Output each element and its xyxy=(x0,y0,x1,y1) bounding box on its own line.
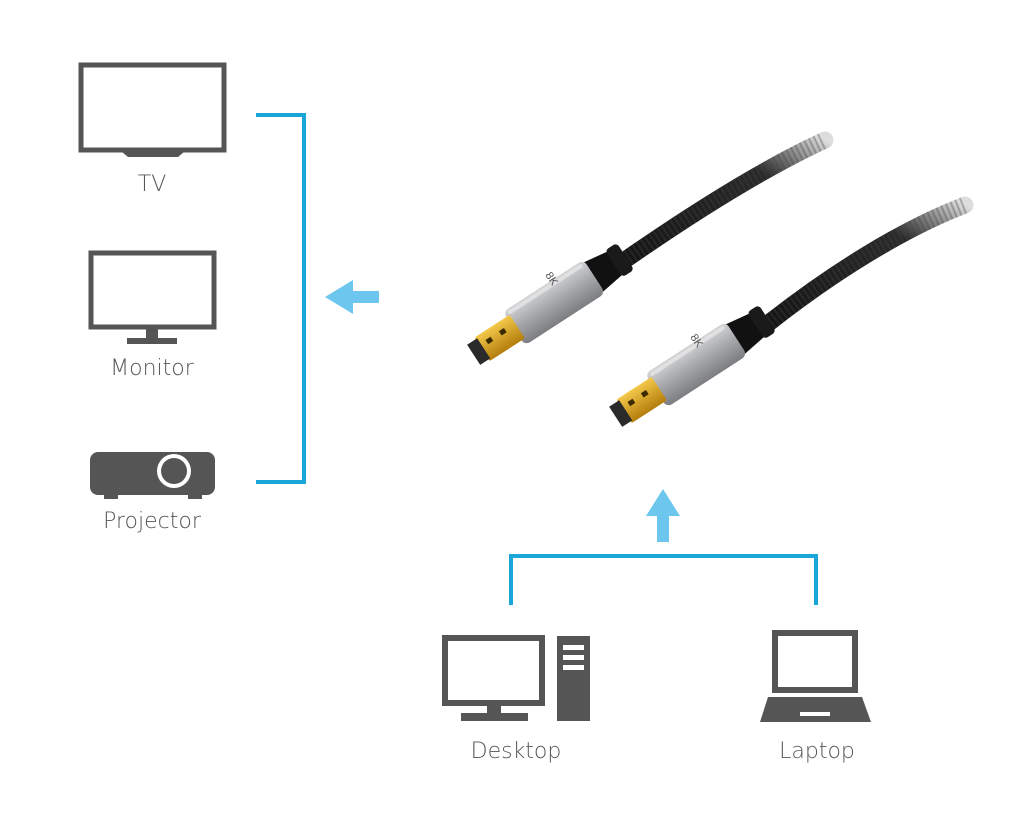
desktop-label: Desktop xyxy=(470,739,562,764)
displayport-cable-2: 8K xyxy=(609,196,974,427)
laptop-icon xyxy=(760,630,871,722)
output-bracket xyxy=(256,113,306,484)
tv-label: TV xyxy=(137,172,167,197)
projector-icon xyxy=(90,452,215,499)
input-bracket xyxy=(509,554,818,605)
laptop-label: Laptop xyxy=(779,739,855,764)
projector-label: Projector xyxy=(103,509,201,534)
displayport-cable-1: 8K xyxy=(467,131,834,365)
arrow-left-icon xyxy=(325,280,379,314)
monitor-icon xyxy=(88,250,217,344)
desktop-icon xyxy=(442,635,590,721)
tv-icon xyxy=(78,62,227,157)
monitor-label: Monitor xyxy=(110,356,194,381)
arrow-up-icon xyxy=(646,489,680,542)
